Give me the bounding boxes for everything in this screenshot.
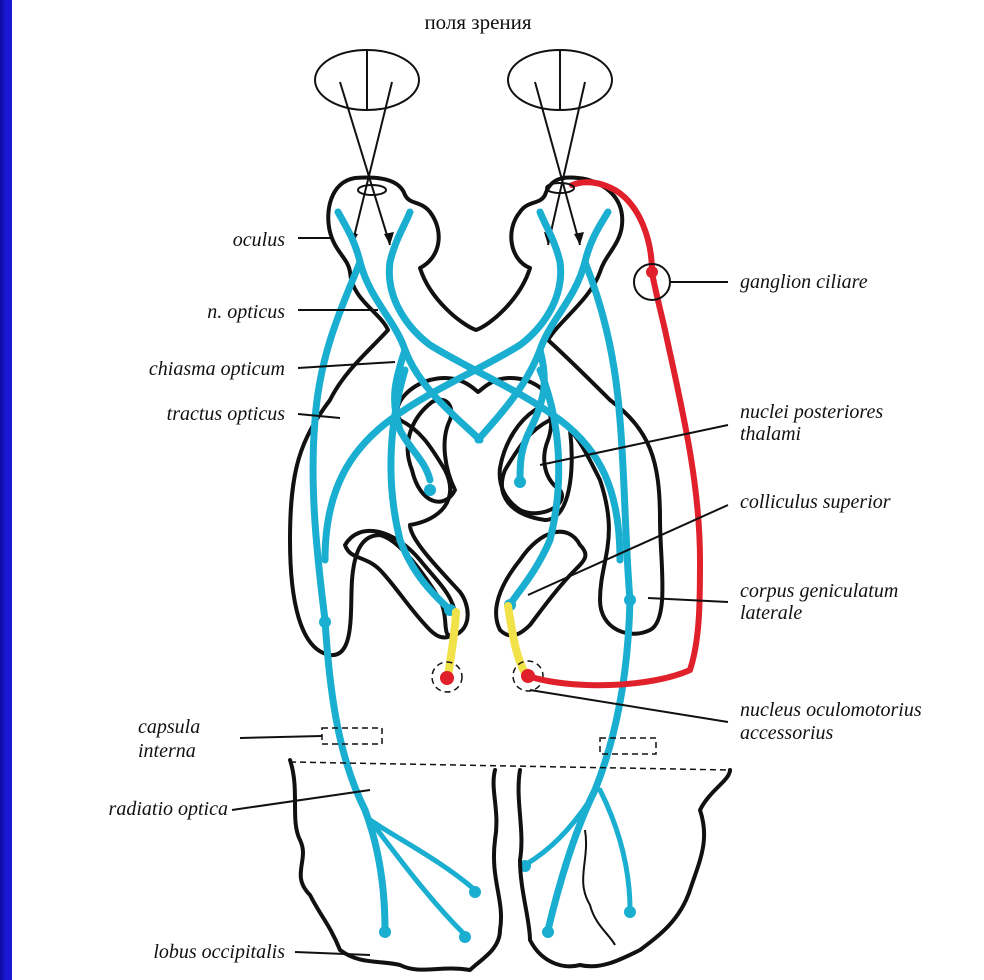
label-laterale: laterale	[740, 602, 802, 624]
optic-fibers	[313, 212, 636, 943]
visual-field-left	[315, 50, 419, 245]
nucleus-dot-left	[440, 671, 454, 685]
divider-line	[290, 762, 730, 770]
label-lobus-occipitalis: lobus occipitalis	[153, 941, 285, 963]
label-accessorius: accessorius	[740, 722, 834, 744]
pretectal-fiber-right	[508, 606, 525, 673]
label-thalami: thalami	[740, 423, 801, 445]
label-nuclei-posteriores: nuclei posteriores	[740, 401, 883, 423]
brain-outline-upper	[290, 178, 663, 656]
visual-field-right	[508, 50, 612, 245]
pretectal-fiber-left	[448, 612, 456, 677]
label-colliculus-superior: colliculus superior	[740, 491, 891, 513]
label-radiatio-optica: radiatio optica	[109, 798, 228, 820]
label-n-opticus: n. opticus	[207, 301, 285, 323]
label-nucleus-oculomotorius: nucleus oculomotorius	[740, 699, 922, 721]
occipital-sulcus-right	[583, 830, 615, 945]
label-corpus-geniculatum: corpus geniculatum	[740, 580, 898, 602]
label-chiasma-opticum: chiasma opticum	[149, 358, 285, 380]
label-capsula: capsula	[138, 716, 200, 738]
label-interna: interna	[138, 740, 196, 762]
label-tractus-opticus: tractus opticus	[167, 403, 286, 425]
diagram-title: поля зрения	[424, 10, 531, 34]
label-ganglion-ciliare: ganglion ciliare	[740, 271, 868, 293]
capsula-interna-left	[322, 728, 382, 744]
label-oculus: oculus	[233, 229, 285, 251]
